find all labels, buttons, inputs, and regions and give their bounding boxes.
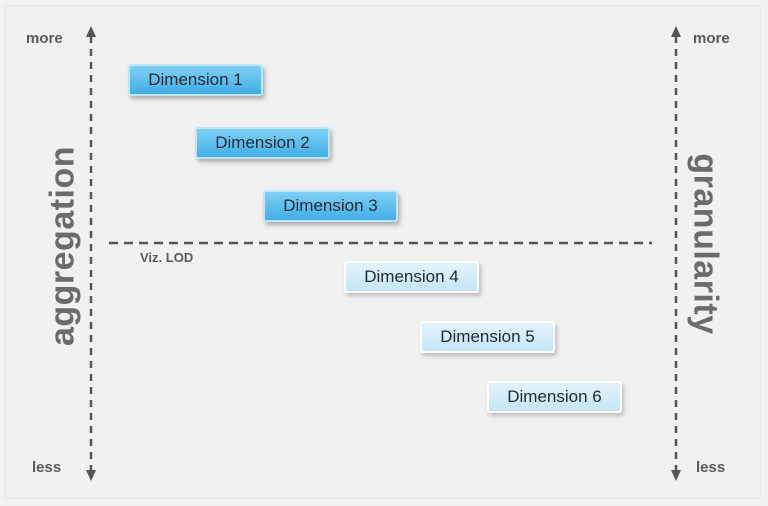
dimension-box-3: Dimension 3 <box>263 190 398 222</box>
diagram-frame <box>5 5 761 499</box>
left-axis-bottom-label: less <box>32 459 62 476</box>
right-axis-bottom-label: less <box>696 459 726 476</box>
right-axis-top-label: more <box>693 30 730 47</box>
lod-label: Viz. LOD <box>140 250 194 265</box>
right-axis-arrow-down-icon <box>671 470 681 481</box>
left-axis-top-label: more <box>26 30 63 47</box>
dimension-box-4: Dimension 4 <box>344 261 479 293</box>
dimension-box-1: Dimension 1 <box>128 64 263 96</box>
left-axis-arrow-up-icon <box>86 26 96 37</box>
dimension-box-6: Dimension 6 <box>487 381 622 413</box>
right-axis-arrow-up-icon <box>671 26 681 37</box>
right-axis-title: granularity <box>686 153 725 335</box>
dimension-box-5: Dimension 5 <box>420 321 555 353</box>
left-axis-arrow-down-icon <box>86 470 96 481</box>
left-axis-title: aggregation <box>43 145 82 347</box>
dimension-box-2: Dimension 2 <box>195 127 330 159</box>
